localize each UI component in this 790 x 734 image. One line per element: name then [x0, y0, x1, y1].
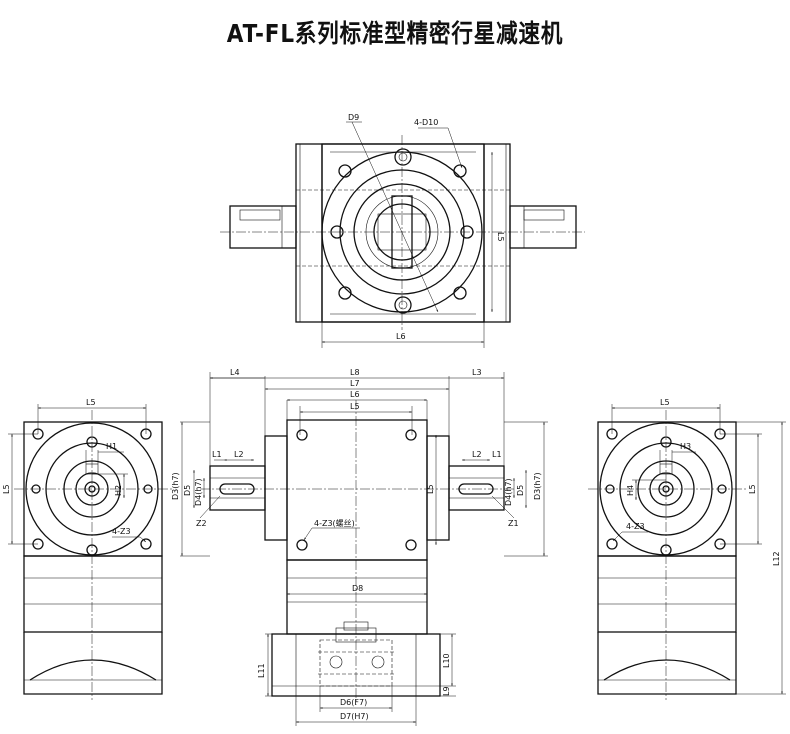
label-front-4-z3: 4-Z3(螺丝)	[314, 518, 355, 528]
label-l7: L7	[350, 379, 360, 388]
label-front-l5: L5	[350, 402, 360, 411]
label-d3-right: D3(h7)	[533, 472, 542, 500]
left-view: L5 L5 H1 H2 4-Z3	[2, 398, 172, 700]
label-d7: D7(H7)	[340, 712, 369, 721]
label-l9: L9	[442, 686, 451, 696]
label-d8: D8	[352, 584, 363, 593]
label-l3: L3	[472, 368, 482, 377]
label-left-4-z3: 4-Z3	[112, 527, 131, 536]
label-h4: H4	[626, 485, 635, 496]
label-d4-left: D4(h7)	[194, 478, 203, 506]
label-l8: L8	[350, 368, 360, 377]
label-l11: L11	[257, 663, 266, 678]
label-d5-right: D5	[516, 485, 525, 496]
label-h3: H3	[680, 442, 691, 451]
label-top-l5: L5	[496, 232, 505, 242]
label-h2: H2	[114, 485, 123, 496]
label-top-l6: L6	[396, 332, 406, 341]
label-h1: H1	[106, 442, 117, 451]
label-right-l5-top: L5	[660, 398, 670, 407]
label-front-l6: L6	[350, 390, 360, 399]
label-right-4-z3: 4-Z3	[626, 522, 645, 531]
label-l1-right: L1	[492, 450, 502, 459]
label-l1-left: L1	[212, 450, 222, 459]
label-z1: Z1	[508, 519, 519, 528]
label-left-l5-top: L5	[86, 398, 96, 407]
label-4-d10: 4-D10	[414, 118, 438, 127]
right-view: L5 L5 L12 H3 H4 4-Z3	[588, 398, 786, 700]
drawing-title: AT-FL系列标准型精密行星减速机	[226, 19, 564, 48]
label-d6: D6(F7)	[340, 698, 367, 707]
label-l10: L10	[442, 653, 451, 668]
label-l12: L12	[772, 551, 781, 566]
front-view: L8 L7 L6 L5 L4 L3 L1 L2 L2 L1 D3(h7) D5 …	[171, 368, 548, 726]
label-d3-left: D3(h7)	[171, 472, 180, 500]
label-right-l5-side: L5	[748, 484, 757, 494]
label-d9: D9	[348, 113, 359, 122]
label-d4-right: D4(h7)	[504, 478, 513, 506]
label-l2-left: L2	[234, 450, 244, 459]
label-d5-left: D5	[183, 485, 192, 496]
label-l4: L4	[230, 368, 240, 377]
label-left-l5-side: L5	[2, 484, 11, 494]
label-front-l5-vertical: L5	[426, 484, 435, 494]
label-l2-right: L2	[472, 450, 482, 459]
label-z2: Z2	[196, 519, 207, 528]
top-view: D9 4-D10 L5 L6	[220, 113, 585, 348]
